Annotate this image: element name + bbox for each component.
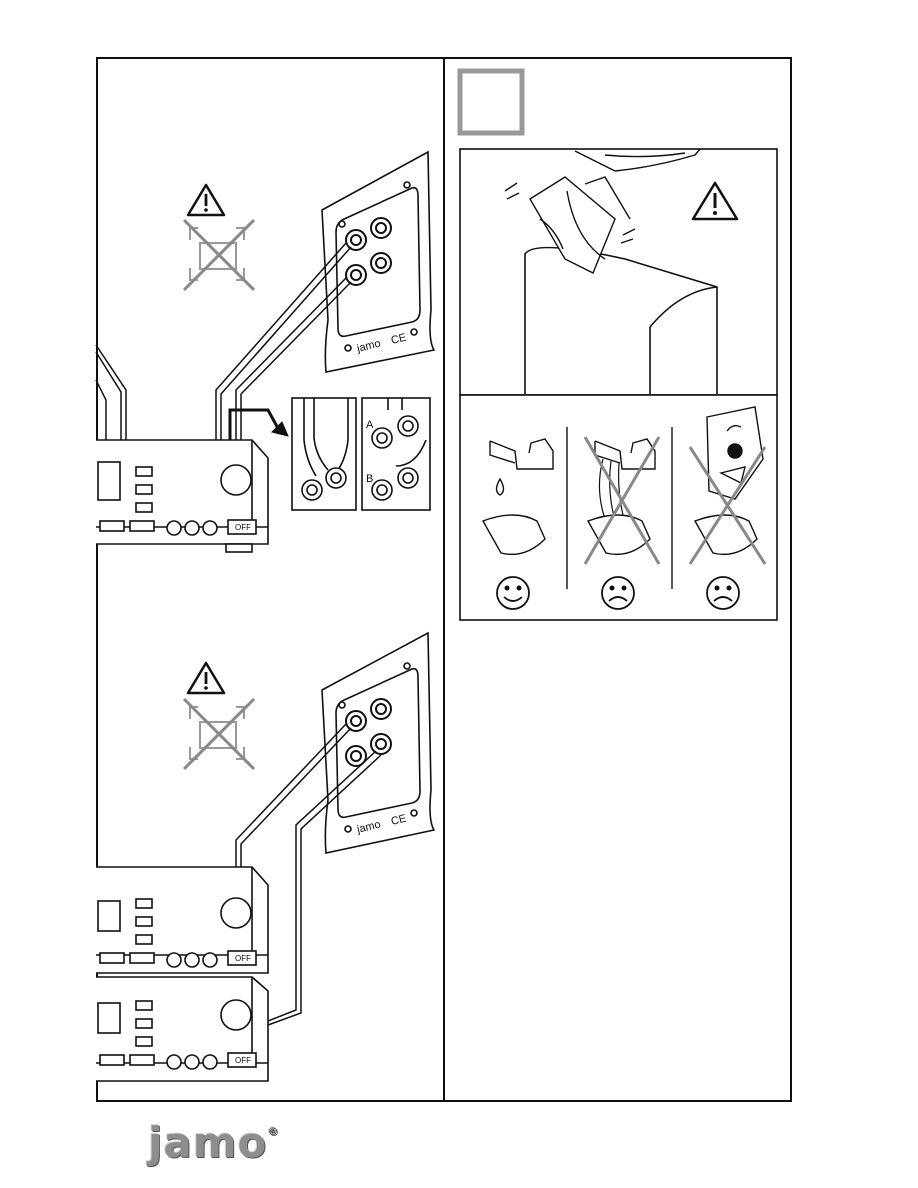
detail-arrow [230, 410, 288, 440]
amplifier-power-label: OFF [235, 523, 251, 532]
single-wiring-diagram: jamo CE OFF [96, 140, 444, 560]
cross-out-icon [184, 220, 254, 290]
amplifier-power-label: OFF [235, 1056, 251, 1065]
brand-logo: jamo® [148, 1122, 279, 1164]
terminal-label-b: B [366, 473, 373, 485]
wiping-illustration-frame [460, 149, 777, 395]
step-number-box [460, 71, 522, 133]
care-instructions-panel [445, 59, 790, 639]
warning-triangle-icon [188, 185, 224, 215]
plate-logo: jamo [355, 818, 382, 836]
warning-triangle-icon [188, 663, 224, 693]
plate-ce-mark: CE [390, 332, 408, 347]
amplifier-unit [96, 440, 268, 552]
cross-out-icon [184, 699, 254, 769]
speaker-terminals [346, 218, 391, 285]
terminal-detail-single [292, 398, 356, 510]
plate-logo: jamo [355, 337, 382, 355]
plate-ce-mark: CE [390, 813, 408, 828]
terminal-label-a: A [366, 419, 374, 431]
amplifier-power-label: OFF [235, 954, 251, 963]
bi-amp-wiring-diagram: jamo CE OFF OFF [96, 625, 444, 1095]
amplifier-unit [96, 977, 268, 1081]
speaker-terminals [346, 699, 391, 766]
terminal-detail-bi [362, 398, 430, 510]
